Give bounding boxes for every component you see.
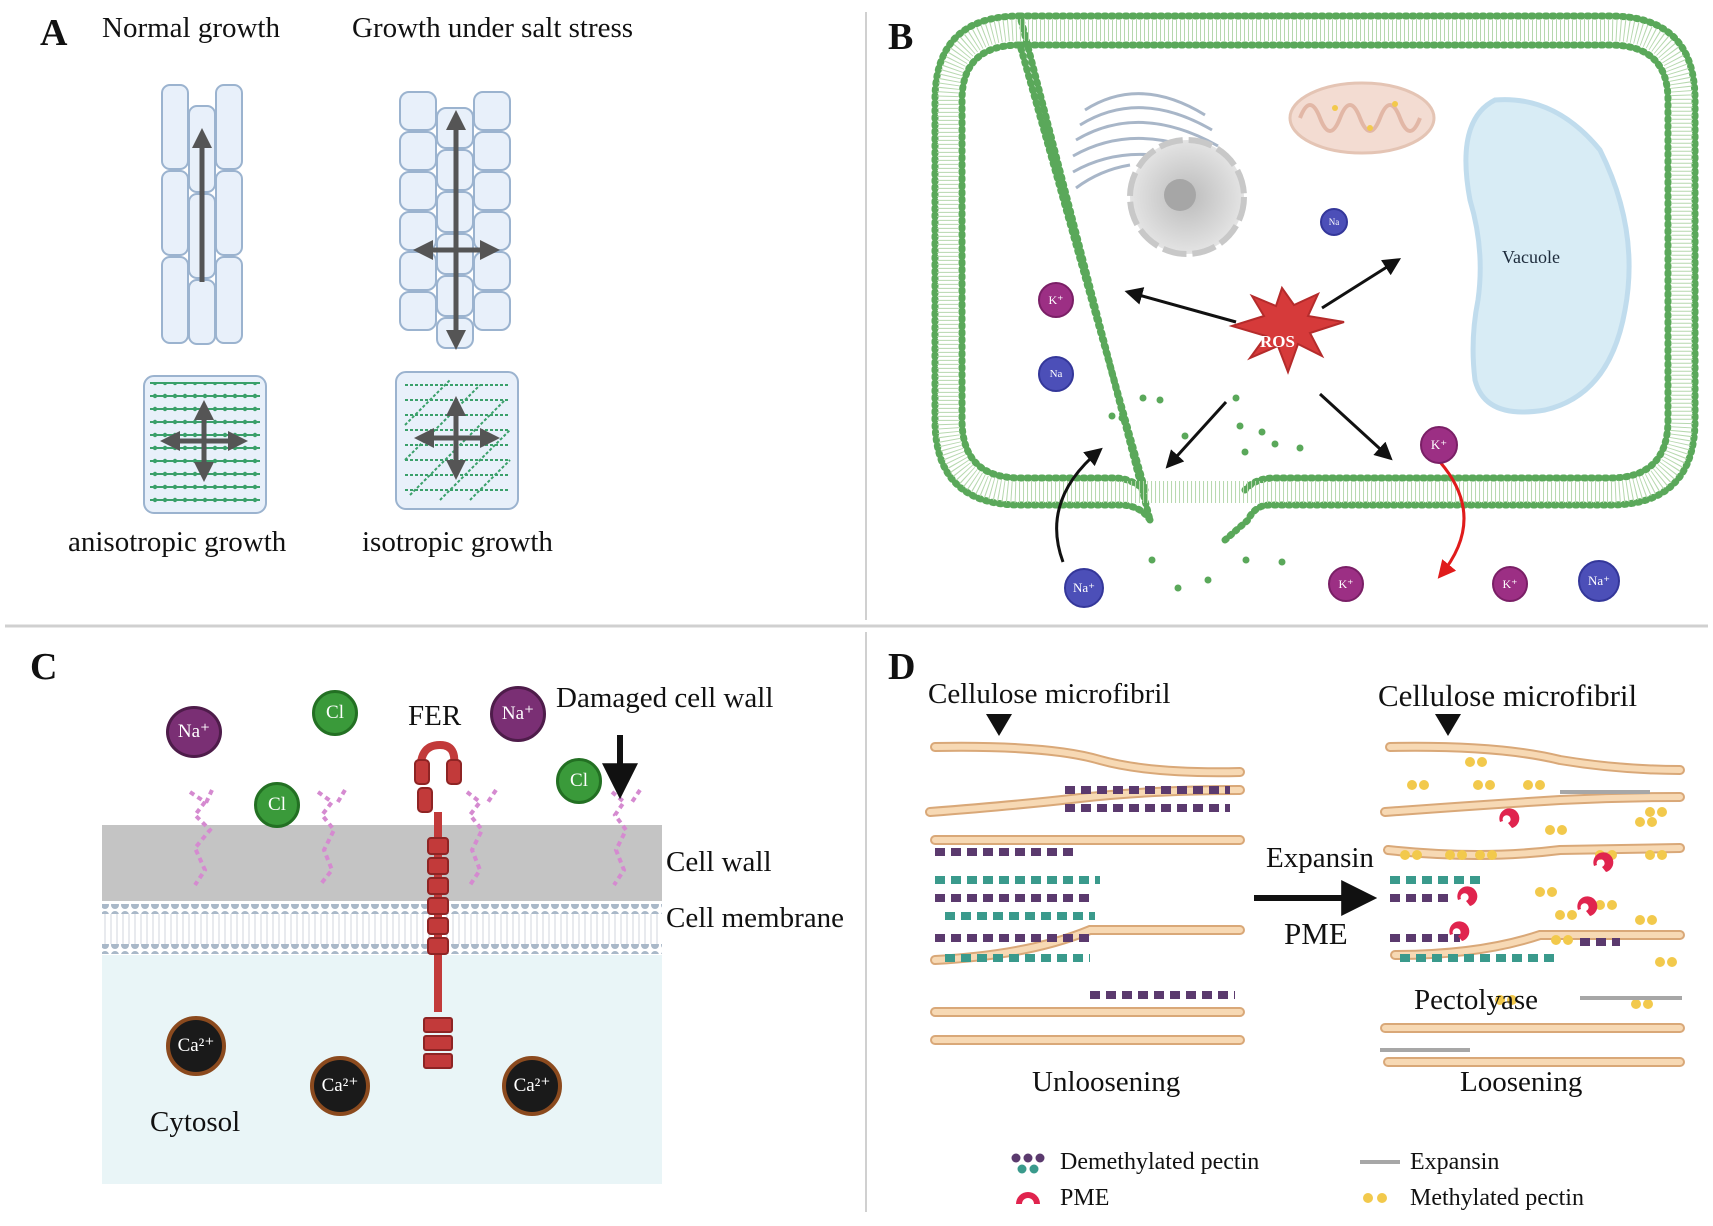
ros-burst-icon [1228,285,1345,375]
legend-methylated-pectin-icon [1363,1193,1387,1203]
legend-expansin: Expansin [1410,1149,1500,1175]
cell-wall-band [102,825,662,901]
ion-na-3: Na⁺ [1064,568,1104,608]
ion-na-1-label: Na [1049,368,1063,380]
ion-k-2: K⁺ [1420,426,1458,464]
expansin-right [1380,790,1682,1052]
ion-ca-c-1: Ca²⁺ [166,1016,226,1076]
ion-na-c-2-label: Na⁺ [501,703,535,724]
panel-c-letter: C [30,646,58,688]
ion-cl-c-3-label: Cl [570,770,588,791]
cell-wall-label: Cell wall [666,846,772,878]
legend-demethylated-pectin-icon [1011,1153,1045,1174]
legend-methylated-pectin: Methylated pectin [1410,1185,1584,1211]
ion-na-1: Na [1038,356,1074,392]
ion-na-2: Na [1320,208,1348,236]
pme-enzymes-right [1449,808,1614,941]
ion-na-4: Na⁺ [1578,560,1620,602]
loosening-label: Loosening [1460,1066,1583,1098]
ion-na-c-1-label: Na⁺ [177,721,211,742]
ion-k-1: K⁺ [1038,282,1074,318]
ion-na-3-label: Na⁺ [1072,580,1096,595]
panel-b-letter: B [888,16,914,58]
ion-cl-c-3: Cl [556,758,602,804]
ion-cl-c-2-label: Cl [268,794,286,815]
panel-a-letter: A [40,12,68,54]
ion-cl-c-2: Cl [254,782,300,828]
pectolyase-label: Pectolyase [1414,984,1539,1016]
fer-receptor-icon [414,740,462,1069]
cell-membrane-bilayer [102,904,662,954]
panel-b-ros-arrows [1055,258,1402,563]
expansin-label: Expansin [1266,842,1374,874]
cellulose-microfibril-label-left: Cellulose microfibril [928,678,1171,710]
ion-na-2-label: Na [1328,217,1340,227]
microfibrils-right-inner [1382,743,1683,1065]
ion-k-3-label: K⁺ [1338,577,1354,591]
ion-k-2-label: K⁺ [1430,437,1448,452]
microfibril-pointer-left [986,714,1012,736]
salt-stress-growth-title: Growth under salt stress [352,12,634,44]
legend-pme: PME [1060,1185,1110,1211]
mitochondrion-icon [1288,81,1436,155]
ros-label: ROS [1260,332,1295,351]
microfibril-pointer-right [1435,714,1461,736]
damaged-cell-wall-label: Damaged cell wall [556,682,774,714]
ion-k-4: K⁺ [1492,566,1528,602]
cellulose-microfibril-label-right: Cellulose microfibril [1378,678,1638,713]
ion-na-c-1: Na⁺ [166,706,222,758]
ion-ca-c-3: Ca²⁺ [502,1056,562,1116]
legend-pme-icon [1016,1192,1040,1204]
panel-d-letter: D [888,646,916,688]
demethylated-pectin-left [935,786,1235,999]
panel-b-cell-membrane [931,12,1699,544]
ion-cl-c-1-label: Cl [326,702,344,723]
panel-b-lipid-debris [1108,394,1304,592]
ion-na-c-2: Na⁺ [490,686,546,742]
nucleolus-icon [1164,179,1196,211]
ion-na-4-label: Na⁺ [1587,573,1611,588]
ion-k-1-label: K⁺ [1048,293,1064,307]
unloosening-label: Unloosening [1032,1066,1181,1098]
panel-b-k-efflux-arrow [1437,461,1466,579]
ion-k-4-label: K⁺ [1502,577,1518,591]
cytosol-label: Cytosol [150,1106,241,1138]
ion-ca-c-1-label: Ca²⁺ [177,1035,215,1056]
methylated-pectin-right [1400,757,1677,1009]
fer-label: FER [408,700,462,732]
ion-k-3: K⁺ [1328,566,1364,602]
normal-growth-title: Normal growth [102,12,280,44]
isotropic-growth-label: isotropic growth [362,526,553,558]
ion-ca-c-2-label: Ca²⁺ [321,1075,359,1096]
ion-ca-c-2: Ca²⁺ [310,1056,370,1116]
cell-membrane-label: Cell membrane [666,902,844,934]
panel-a-normal-cells [161,84,243,345]
pme-label: PME [1284,916,1348,951]
ion-cl-c-1: Cl [312,690,358,736]
anisotropic-growth-label: anisotropic growth [68,526,287,558]
vacuole-label: Vacuole [1502,247,1560,267]
vacuole-icon [1463,97,1632,415]
legend-demethylated-pectin: Demethylated pectin [1060,1149,1260,1175]
pectin-right [1390,876,1620,962]
ion-ca-c-3-label: Ca²⁺ [513,1075,551,1096]
